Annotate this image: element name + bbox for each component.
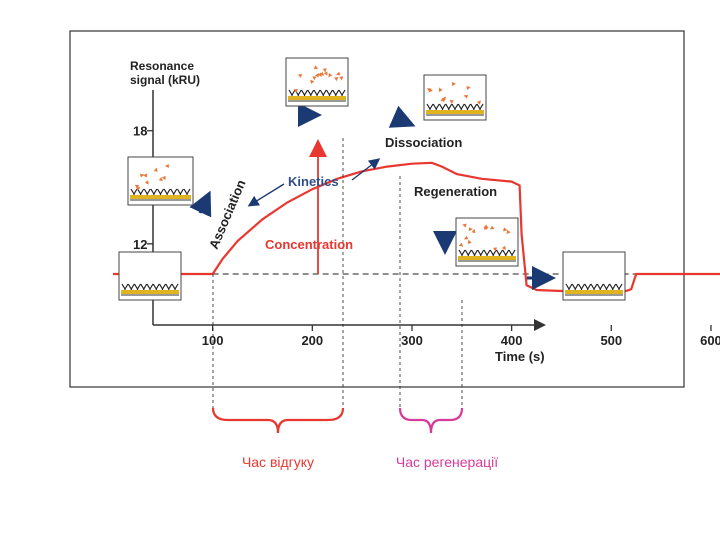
kinetics-label: Kinetics [288,174,339,189]
regeneration-label: Regeneration [414,184,497,199]
kinetics-arrow-left [247,183,285,207]
panel-regeneration [455,217,519,267]
x-tick-label: 200 [301,333,323,348]
panel-final [562,251,626,301]
time-guides [212,138,463,410]
response-time-label: Час відгуку [242,454,314,470]
concentration-label: Concentration [265,237,353,252]
y-axis-title-line-2: signal (kRU) [130,73,200,87]
regeneration-time-label: Час регенерації [396,454,498,470]
dissociation-label: Dissociation [385,135,462,150]
x-tick-label: 500 [600,333,622,348]
kinetics-arrow-right [351,158,381,181]
panel-baseline [118,251,182,301]
panel-association [127,156,194,206]
arrow-dissociation-panel [388,105,416,128]
x-tick-label: 400 [501,333,523,348]
panel-saturation [285,57,349,107]
arrow-association-panel [189,190,212,218]
figure-frame [69,30,685,388]
panel-dissociation [423,74,487,121]
x-axis-title: Time (s) [495,349,545,364]
regeneration-time-brace [398,407,464,434]
response-time-brace [211,407,345,434]
y-tick-label: 12 [133,237,147,252]
y-tick-label: 18 [133,124,147,139]
y-axis-title-line-1: Resonance [130,59,194,73]
sensorgram-curve [113,161,720,293]
x-tick-label: 300 [401,333,423,348]
sensor-panels [118,57,626,301]
x-tick-label: 600 [700,333,720,348]
